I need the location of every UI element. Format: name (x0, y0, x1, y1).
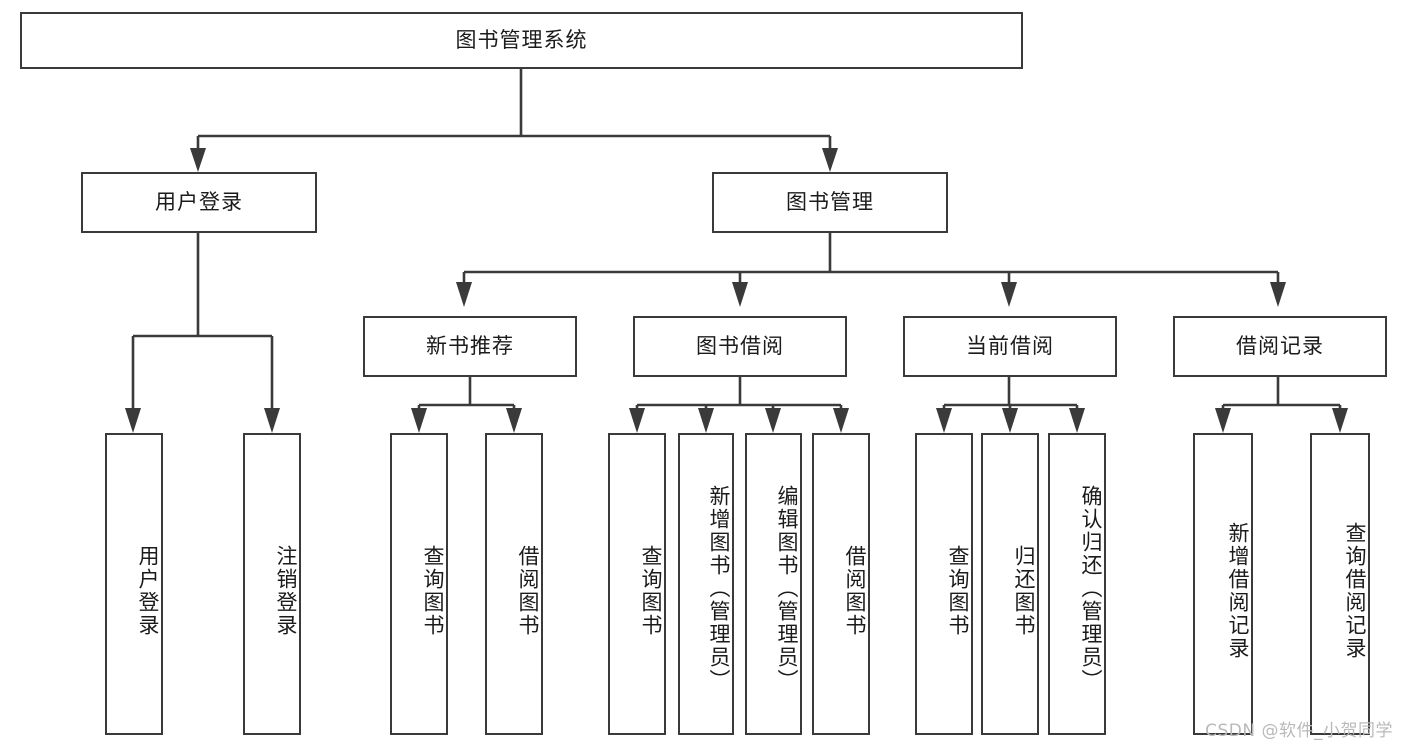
node-new-book-recommend[interactable]: 新书推荐 (363, 316, 577, 377)
leaf-query-book-recommend[interactable]: 查询图书 (390, 433, 448, 735)
leaf-edit-book-admin[interactable]: 编辑图书（管理员） (745, 433, 802, 735)
leaf-confirm-return-admin[interactable]: 确认归还（管理员） (1048, 433, 1106, 735)
node-book-management[interactable]: 图书管理 (712, 172, 948, 233)
node-user-login[interactable]: 用户登录 (81, 172, 317, 233)
node-book-borrow[interactable]: 图书借阅 (633, 316, 847, 377)
leaf-add-borrow-record[interactable]: 新增借阅记录 (1193, 433, 1253, 735)
leaf-user-login[interactable]: 用户登录 (105, 433, 163, 735)
leaf-return-book[interactable]: 归还图书 (981, 433, 1039, 735)
leaf-add-book-admin[interactable]: 新增图书（管理员） (678, 433, 734, 735)
leaf-borrow-book[interactable]: 借阅图书 (812, 433, 870, 735)
leaf-query-borrow-record[interactable]: 查询借阅记录 (1310, 433, 1370, 735)
node-current-borrow[interactable]: 当前借阅 (903, 316, 1117, 377)
node-root-system[interactable]: 图书管理系统 (20, 12, 1023, 69)
leaf-query-book-borrow[interactable]: 查询图书 (608, 433, 666, 735)
leaf-logout[interactable]: 注销登录 (243, 433, 301, 735)
leaf-borrow-book-recommend[interactable]: 借阅图书 (485, 433, 543, 735)
node-borrow-record[interactable]: 借阅记录 (1173, 316, 1387, 377)
leaf-query-book-current[interactable]: 查询图书 (915, 433, 973, 735)
